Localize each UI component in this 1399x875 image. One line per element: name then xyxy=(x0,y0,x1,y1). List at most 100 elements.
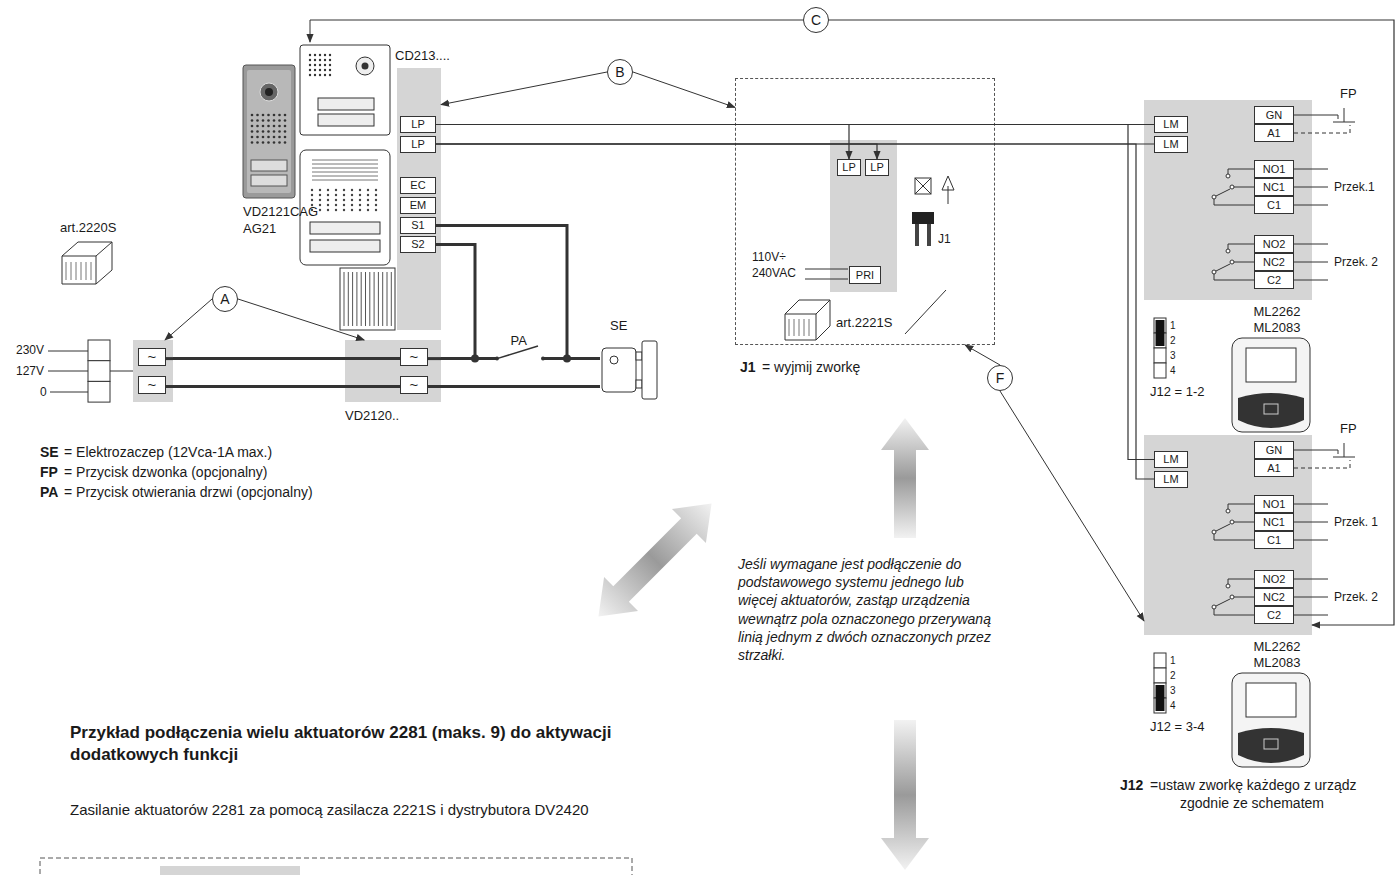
monitor-keypad xyxy=(1238,393,1304,428)
speaker-hole xyxy=(319,69,321,71)
wire xyxy=(428,385,441,388)
speaker-hole xyxy=(319,194,321,196)
speaker-hole xyxy=(284,130,287,133)
label-slot: PA xyxy=(511,333,527,350)
power-module xyxy=(340,268,395,330)
terminal-box: C2 xyxy=(1254,271,1294,289)
note-label: J12 = 3-4 xyxy=(1150,719,1205,736)
terminal-box: NO1 xyxy=(1254,160,1294,178)
terminal-box: S2 xyxy=(400,236,436,253)
terminal-name: S1 xyxy=(411,220,424,231)
note-label: = Przycisk otwierania drzwi (opcjonalny) xyxy=(64,483,313,501)
leader-line xyxy=(905,290,946,334)
button xyxy=(251,160,287,171)
relay-contact xyxy=(1214,197,1254,205)
label-slot: Przek. 2 xyxy=(1334,590,1378,606)
callout-circle: C xyxy=(803,7,829,33)
speaker-hole xyxy=(278,141,281,144)
terminal-box: LP xyxy=(837,159,861,176)
terminal-name: NO2 xyxy=(1263,239,1286,250)
speaker-hole xyxy=(324,74,326,76)
speaker-hole xyxy=(319,59,321,61)
jumper-cell xyxy=(1154,668,1166,683)
part-name: CD213.... xyxy=(395,48,450,64)
relay-contact xyxy=(1232,187,1254,188)
speaker-hole xyxy=(351,189,353,191)
big-arrow xyxy=(881,418,929,538)
speaker-hole xyxy=(267,125,270,128)
speaker-hole xyxy=(359,204,361,206)
terminal-box: LM xyxy=(1154,451,1188,468)
connector xyxy=(436,226,600,359)
speaker-hole xyxy=(335,189,337,191)
speaker-hole xyxy=(319,54,321,56)
note-label: 1 xyxy=(1170,654,1176,667)
relay-blade xyxy=(1214,264,1230,272)
relay-point xyxy=(1226,249,1230,253)
label-slot: 110V÷ 240VAC xyxy=(752,250,802,281)
connector xyxy=(436,144,1154,479)
terminal-box: A1 xyxy=(1254,459,1294,477)
terminal-box: NC2 xyxy=(1254,588,1294,606)
label-slot: J1 xyxy=(938,232,951,248)
note-label: zgodnie ze schematem xyxy=(1180,794,1324,812)
terminal-name: LM xyxy=(1163,474,1178,485)
note-label: Zasilanie aktuatorów 2281 za pomocą zasi… xyxy=(70,800,589,820)
wire xyxy=(345,357,400,360)
relay-contact xyxy=(1228,244,1254,251)
callout-line xyxy=(310,20,803,42)
lock-tab xyxy=(636,380,642,388)
rib xyxy=(348,272,349,326)
wire xyxy=(1294,504,1328,505)
speaker-hole xyxy=(351,209,353,211)
label-slot: = wyjmij zworkę xyxy=(762,358,860,376)
switch-contact xyxy=(495,357,499,361)
speaker-hole xyxy=(367,204,369,206)
note-label: VD2121CAG AG21 xyxy=(243,204,323,238)
switch-contact xyxy=(541,357,545,361)
rib xyxy=(356,272,357,326)
part-name: ML2262 ML2083 xyxy=(1248,639,1306,670)
wire xyxy=(805,269,848,270)
grille xyxy=(312,160,378,161)
rib xyxy=(391,272,392,326)
relay-point xyxy=(1226,174,1230,178)
terminal-name: S2 xyxy=(411,239,424,250)
label-slot: FP xyxy=(1340,421,1357,438)
wire xyxy=(1294,262,1328,263)
note-label: FP xyxy=(1340,421,1357,438)
terminal-name: C2 xyxy=(1267,610,1281,621)
button xyxy=(318,98,374,110)
camera xyxy=(260,83,278,101)
callout-letter: A xyxy=(220,292,229,306)
speaker-hole xyxy=(309,64,311,66)
note-label: SE xyxy=(40,443,59,461)
terminal-name: LM xyxy=(1163,454,1178,465)
terminal-name: NC1 xyxy=(1263,517,1285,528)
button xyxy=(310,222,380,234)
terminal-box: NC1 xyxy=(1254,178,1294,196)
terminal-name: EC xyxy=(410,180,425,191)
button xyxy=(310,240,380,252)
terminal-name: LP xyxy=(411,119,424,130)
connector xyxy=(441,385,600,388)
speaker-hole xyxy=(329,59,331,61)
speaker-hole xyxy=(359,199,361,201)
wire xyxy=(1294,115,1338,119)
part-name: ML2262 ML2083 xyxy=(1248,304,1306,335)
note-label: Przek.1 xyxy=(1334,180,1375,196)
speaker-hole xyxy=(262,125,265,128)
terminal-name: NC2 xyxy=(1263,592,1285,603)
relay-point xyxy=(1230,595,1234,599)
module-box: ML2262 ML2083LMLMGNA1NO1NC1C1NO2NC2C2 xyxy=(1144,435,1312,635)
terminal-box: LP xyxy=(865,159,889,176)
relay-contact xyxy=(1232,262,1254,263)
monitor xyxy=(1232,338,1310,432)
terminal-cell xyxy=(88,361,110,382)
monitor-keypad xyxy=(1238,728,1304,763)
ac-terminal: ~ xyxy=(400,348,428,366)
speaker-hole xyxy=(359,189,361,191)
speaker-hole xyxy=(309,74,311,76)
speaker-hole xyxy=(251,136,254,139)
speaker-hole xyxy=(343,194,345,196)
